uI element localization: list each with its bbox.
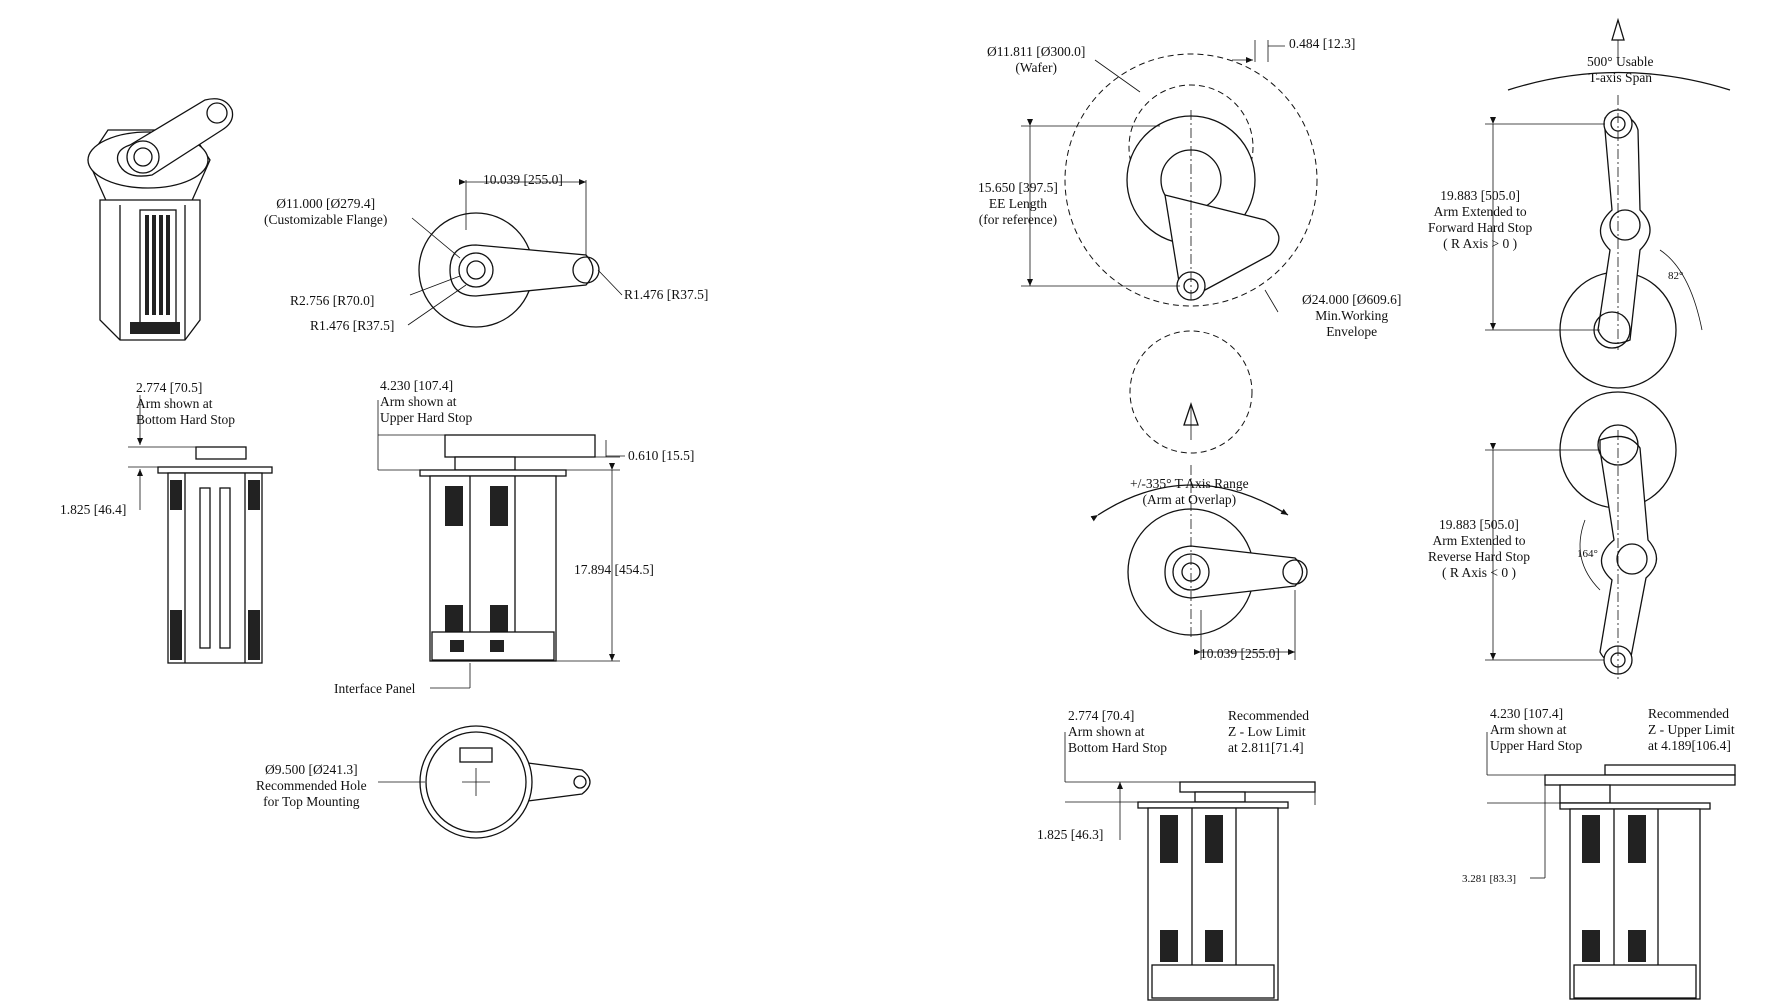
side-view-upper <box>377 400 625 689</box>
interface-panel-label: Interface Panel <box>334 681 416 696</box>
bottom-stop-line2: Arm shown at <box>136 396 213 411</box>
upper-stop-note: 4.230 [107.4] Arm shown at Upper Hard St… <box>380 378 472 426</box>
z-low-height-dim: 1.825 [46.3] <box>1037 827 1104 842</box>
t-span-line2: T-axis Span <box>1588 70 1653 85</box>
mount-hole-note: Ø9.500 [Ø241.3] Recommended Hole for Top… <box>256 762 367 810</box>
z-low-rec-line3: at 2.811[71.4] <box>1228 740 1304 755</box>
upper-stop-line3: Upper Hard Stop <box>380 410 473 425</box>
top-length-dim: 10.039 [255.0] <box>483 172 563 187</box>
t-axis-range-note: +/-335° T Axis Range (Arm at Overlap) <box>1130 476 1249 508</box>
radius-inner-dim: R1.476 [R37.5] <box>310 318 395 333</box>
forward-stop-line4: ( R Axis > 0 ) <box>1443 236 1518 251</box>
bottom-view <box>378 725 591 839</box>
wafer-note: (Wafer) <box>1015 60 1057 75</box>
mount-hole-line3: for Top Mounting <box>263 794 360 809</box>
z-high-side-view <box>1486 732 1736 1000</box>
z-high-rec-line1: Recommended <box>1648 706 1729 721</box>
z-high-height-dim: 3.281 [83.3] <box>1462 873 1517 885</box>
z-low-recommended: Recommended Z - Low Limit at 2.811[71.4] <box>1228 708 1309 756</box>
z-low-rec-line1: Recommended <box>1228 708 1309 723</box>
isometric-view <box>87 98 234 341</box>
z-high-recommended: Recommended Z - Upper Limit at 4.189[106… <box>1648 706 1735 754</box>
reverse-stop-line2: Arm Extended to <box>1432 533 1526 548</box>
bottom-stop-line3: Bottom Hard Stop <box>136 412 236 427</box>
min-envelope-dim: Ø24.000 [Ø609.6] <box>1302 292 1402 307</box>
reverse-stop-dim: 19.883 [505.0] <box>1439 517 1519 532</box>
overall-height-dim: 17.894 [454.5] <box>574 562 654 577</box>
wafer-dim: Ø11.811 [Ø300.0] <box>987 44 1086 59</box>
upper-stop-line2: Arm shown at <box>380 394 457 409</box>
min-envelope-note: Ø24.000 [Ø609.6] Min.Working Envelope <box>1302 292 1401 340</box>
flange-note: (Customizable Flange) <box>264 212 388 227</box>
z-high-line2: Arm shown at <box>1490 722 1567 737</box>
z-high-dim: 4.230 [107.4] <box>1490 706 1564 721</box>
ee-length-line2: EE Length <box>988 196 1047 211</box>
t-range-length-dim: 10.039 [255.0] <box>1200 646 1280 661</box>
reverse-stop-line3: Reverse Hard Stop <box>1428 549 1530 564</box>
flange-dim: Ø11.000 [Ø279.4] <box>276 196 376 211</box>
radius-outer-dim: R2.756 [R70.0] <box>290 293 375 308</box>
z-low-side-view <box>1064 732 1316 1001</box>
z-low-line2: Arm shown at <box>1068 724 1145 739</box>
z-high-note: 4.230 [107.4] Arm shown at Upper Hard St… <box>1490 706 1582 754</box>
forward-stop-dim: 19.883 [505.0] <box>1440 188 1521 203</box>
min-envelope-line3: Envelope <box>1326 324 1378 339</box>
reverse-angle: 164° <box>1577 548 1598 560</box>
reverse-stop-note: 19.883 [505.0] Arm Extended to Reverse H… <box>1428 517 1530 581</box>
z-low-note: 2.774 [70.4] Arm shown at Bottom Hard St… <box>1068 708 1167 756</box>
forward-stop-line2: Arm Extended to <box>1433 204 1527 219</box>
ee-length-dim: 15.650 [397.5] <box>978 180 1058 195</box>
ee-length-line3: (for reference) <box>978 212 1058 227</box>
z-high-rec-line2: Z - Upper Limit <box>1648 722 1735 737</box>
t-axis-range: +/-335° T Axis Range <box>1130 476 1249 491</box>
t-range-view <box>1090 330 1308 660</box>
z-high-line3: Upper Hard Stop <box>1490 738 1583 753</box>
t-span-view <box>1485 17 1731 680</box>
t-span-note: 500° Usable T-axis Span <box>1587 54 1654 86</box>
t-span-line1: 500° Usable <box>1587 54 1654 69</box>
forward-stop-note: 19.883 [505.0] Arm Extended to Forward H… <box>1428 188 1532 252</box>
bottom-stop-note: 2.774 [70.5] Arm shown at Bottom Hard St… <box>136 380 235 428</box>
upper-offset-dim: 0.610 [15.5] <box>628 448 695 463</box>
envelope-view <box>1021 40 1318 313</box>
reverse-stop-line4: ( R Axis < 0 ) <box>1441 565 1516 580</box>
forward-stop-line3: Forward Hard Stop <box>1428 220 1533 235</box>
bottom-stop-dim: 2.774 [70.5] <box>136 380 203 395</box>
mount-hole-line2: Recommended Hole <box>256 778 367 793</box>
upper-stop-dim: 4.230 [107.4] <box>380 378 454 393</box>
side-view-bottom <box>128 395 273 664</box>
z-low-rec-line2: Z - Low Limit <box>1228 724 1306 739</box>
mount-hole-dim: Ø9.500 [Ø241.3] <box>264 762 358 777</box>
radius-tip-dim: R1.476 [R37.5] <box>624 287 709 302</box>
min-envelope-line2: Min.Working <box>1315 308 1389 323</box>
z-low-line3: Bottom Hard Stop <box>1068 740 1168 755</box>
forward-angle: 82° <box>1668 270 1684 282</box>
gap-dim: 0.484 [12.3] <box>1289 36 1356 51</box>
bottom-height-dim: 1.825 [46.4] <box>60 502 127 517</box>
t-axis-range-note2: (Arm at Overlap) <box>1142 492 1237 507</box>
top-view <box>407 179 623 328</box>
z-low-dim: 2.774 [70.4] <box>1068 708 1135 723</box>
flange-label: Ø11.000 [Ø279.4] (Customizable Flange) <box>264 196 387 228</box>
wafer-label: Ø11.811 [Ø300.0] (Wafer) <box>987 44 1085 76</box>
ee-length-note: 15.650 [397.5] EE Length (for reference) <box>978 180 1058 228</box>
z-high-rec-line3: at 4.189[106.4] <box>1648 738 1731 753</box>
